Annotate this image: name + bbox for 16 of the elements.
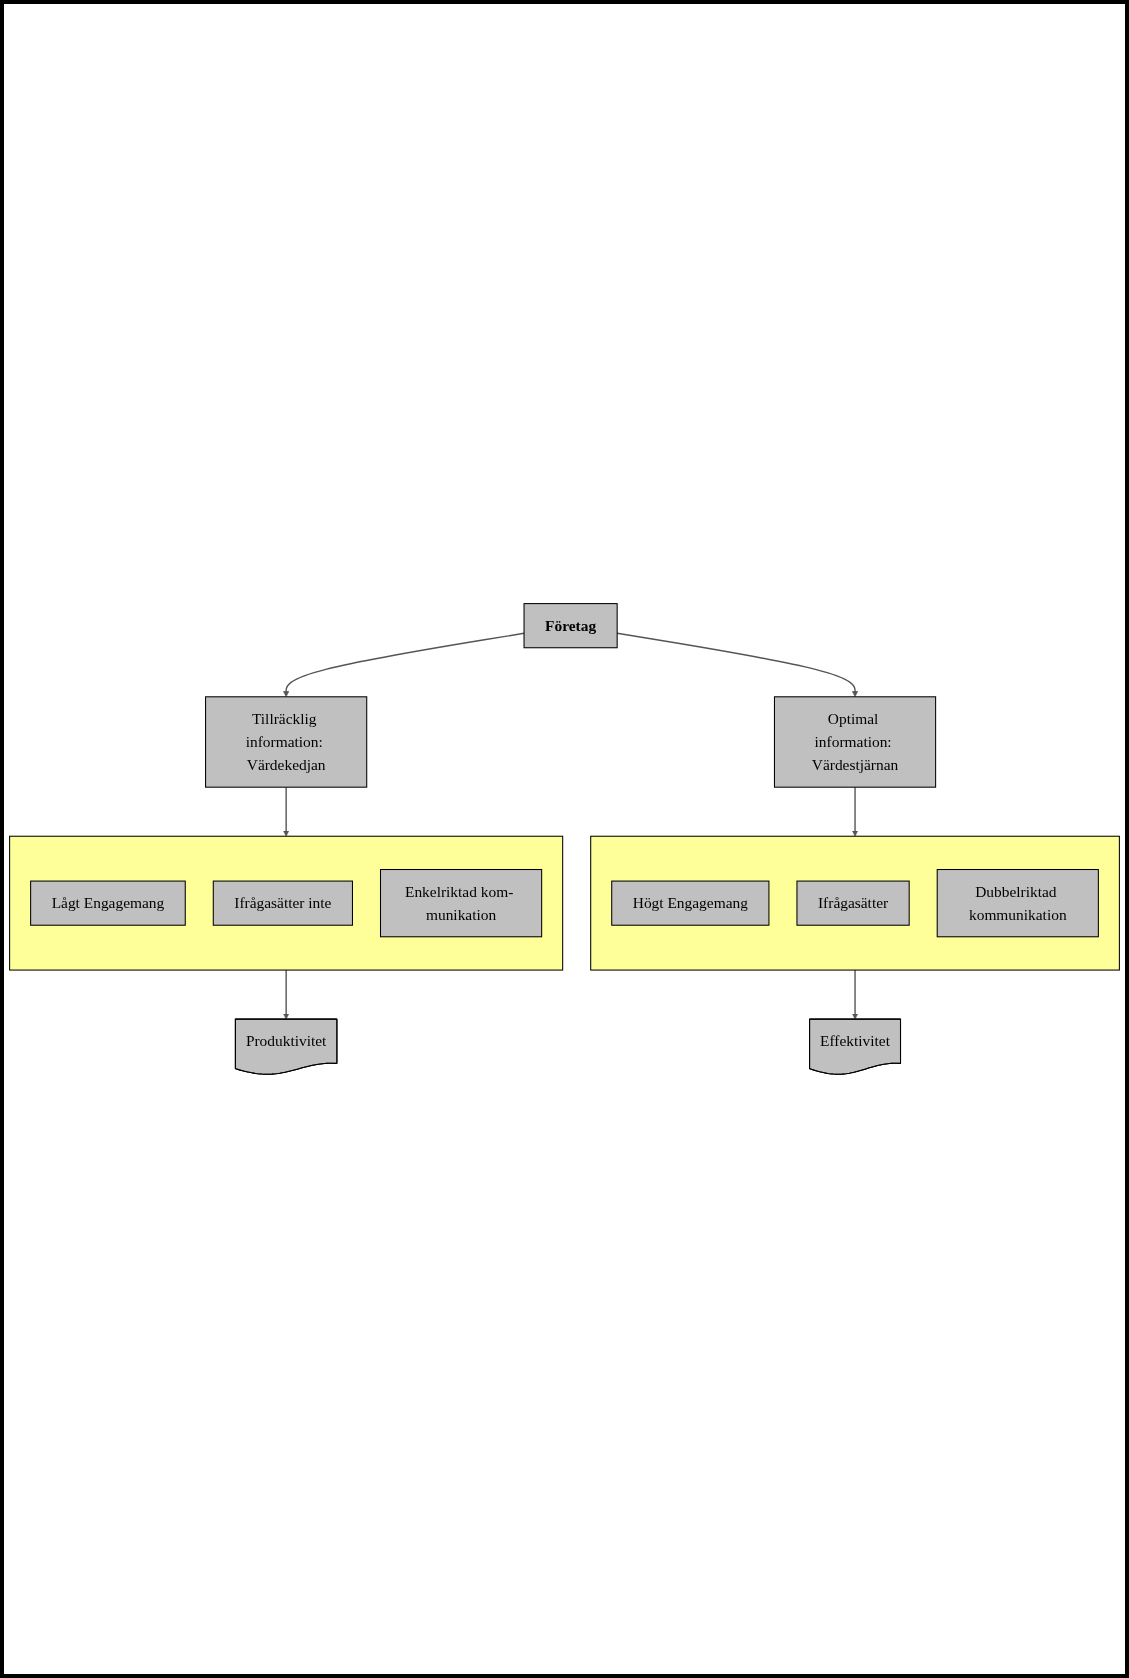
node-box: Högt Engagemang [611,880,770,926]
node-box: Ifrågasätter [796,880,910,926]
node-box: Dubbelriktad kommunikation [936,869,1099,938]
node-box: Ifrågasätter inte [212,880,353,926]
node-box: Företag [523,603,618,649]
cluster [590,835,1120,971]
node-box: Tillräcklig information: Värdekedjan [205,696,368,788]
arrow [283,632,525,698]
cluster [9,835,564,971]
arrow [851,786,859,837]
arrow [851,969,859,1020]
node-box: Lågt Engagemang [30,880,186,926]
arrow [283,969,290,1020]
node-box: Optimal information: Värdestjärnan [773,696,937,788]
node-box: Enkelriktad kom- munikation [379,869,543,938]
arrow [283,786,290,837]
